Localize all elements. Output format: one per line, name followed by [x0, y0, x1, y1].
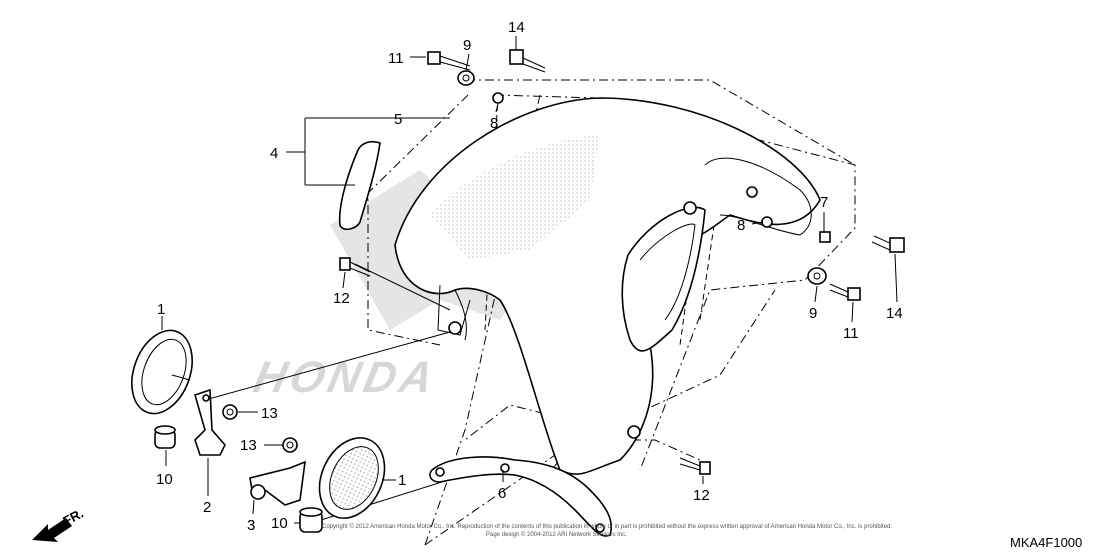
copyright-line-1: Copyright © 2012 American Honda Motor Co… — [322, 523, 892, 530]
callout-8-right: 8 — [737, 217, 745, 234]
rubber-collar-right — [299, 507, 323, 533]
callout-leaders — [161, 36, 898, 524]
callout-10-right: 10 — [271, 515, 288, 532]
callout-6: 6 — [498, 485, 506, 502]
callout-7: 7 — [820, 194, 828, 211]
front-fender — [394, 97, 821, 475]
diagram-code: MKA4F1000 — [1010, 535, 1082, 550]
callout-1-right: 1 — [398, 472, 406, 489]
callout-14-right: 14 — [886, 305, 903, 322]
washer-9-top — [457, 70, 475, 86]
bolt-11-top — [427, 51, 471, 71]
callout-5: 5 — [394, 111, 402, 128]
reflector-bracket-right — [249, 460, 306, 506]
callout-14-top: 14 — [508, 19, 525, 36]
callout-2: 2 — [203, 499, 211, 516]
callout-13-lower: 13 — [240, 437, 257, 454]
rubber-collar-left — [154, 425, 176, 449]
fender-bracket — [429, 456, 612, 537]
nut-13-lower — [282, 437, 298, 453]
nut-7 — [819, 231, 831, 243]
callout-labels: 11 9 14 5 4 8 7 8 9 11 14 12 12 1 1 2 3 … — [156, 19, 903, 534]
callout-8-top: 8 — [490, 115, 498, 132]
washer-9-right — [807, 267, 827, 285]
callout-4: 4 — [270, 145, 278, 162]
bolt-14-right — [871, 235, 905, 253]
callout-10-left: 10 — [156, 471, 173, 488]
front-direction-arrow: FR. — [32, 506, 86, 542]
callout-12-left: 12 — [333, 290, 350, 307]
fender-trim-strip — [286, 117, 450, 231]
callout-9-right: 9 — [809, 305, 817, 322]
nut-13-upper — [222, 404, 238, 420]
nut-8-right — [761, 216, 773, 228]
left-reflector — [131, 329, 193, 415]
right-reflector — [318, 437, 386, 519]
bolt-12-right — [679, 457, 711, 475]
callout-12-right: 12 — [693, 487, 710, 504]
callout-11-right: 11 — [843, 325, 859, 342]
callout-1-left: 1 — [157, 301, 165, 318]
bolt-12-left — [339, 257, 371, 277]
bolt-14-top — [509, 49, 546, 73]
callout-13-upper: 13 — [261, 405, 278, 422]
callout-3: 3 — [247, 517, 255, 534]
nut-8-top — [492, 92, 504, 104]
copyright-line-2: Page design © 2004-2012 ARI Network Serv… — [486, 531, 627, 538]
callout-11-top: 11 — [388, 50, 404, 67]
bolt-11-right — [829, 283, 861, 301]
reflector-bracket-left — [194, 388, 226, 456]
callout-9-top: 9 — [463, 37, 471, 54]
